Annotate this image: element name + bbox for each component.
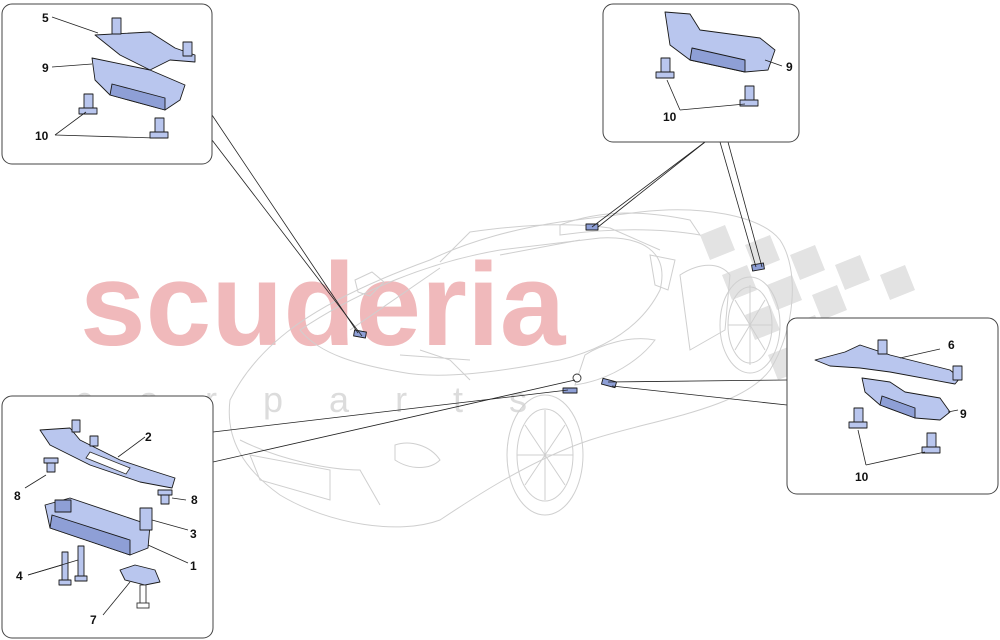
label-9: 9 <box>42 61 49 75</box>
bolt-head <box>848 421 868 429</box>
bolt-head <box>78 107 98 115</box>
bracket-2 <box>39 427 176 489</box>
module-connector <box>54 499 72 513</box>
sensor-side <box>109 83 166 111</box>
callout-lines <box>211 114 788 463</box>
label-4: 4 <box>16 569 23 583</box>
label-8: 8 <box>191 493 198 507</box>
screw-head <box>74 575 88 582</box>
label-1: 1 <box>190 559 197 573</box>
label-9: 9 <box>786 60 793 74</box>
label-6: 6 <box>948 338 955 352</box>
label-10: 10 <box>35 129 49 143</box>
bolt-head <box>655 71 675 79</box>
stud <box>877 339 888 355</box>
screw-head <box>58 579 72 586</box>
clip-bolt <box>139 584 147 606</box>
panel-front-sensor: 5 9 10 <box>1 3 213 165</box>
module-side <box>49 514 131 556</box>
bracket-5 <box>94 31 196 71</box>
bolt-head <box>157 489 173 496</box>
label-2: 2 <box>145 430 152 444</box>
spacer-3 <box>139 507 153 531</box>
sensor-9 <box>861 377 951 421</box>
bolt-head <box>921 446 941 454</box>
stud <box>111 17 122 35</box>
panel-rear-sensor: 9 10 <box>602 3 800 143</box>
screw-4 <box>77 545 85 579</box>
label-10: 10 <box>663 110 677 124</box>
bolt-head <box>43 457 59 464</box>
panel-receiver-module: 2 8 8 3 1 4 7 <box>1 395 214 639</box>
clip-7 <box>119 564 161 586</box>
label-10: 10 <box>855 470 869 484</box>
label-5: 5 <box>42 11 49 25</box>
panel-side-sensor: 6 9 10 <box>786 317 999 495</box>
sensor-side <box>879 395 916 419</box>
watermark-brand: scuderia <box>80 239 567 371</box>
bracket-stud <box>71 419 81 433</box>
stud <box>182 41 193 57</box>
bracket-slot <box>85 451 131 475</box>
bolt-head <box>149 131 169 139</box>
label-9: 9 <box>960 407 967 421</box>
stud <box>952 365 963 381</box>
label-7: 7 <box>90 613 97 627</box>
car-outline <box>228 209 793 528</box>
bolt-head <box>739 99 759 107</box>
screw-4 <box>61 551 69 583</box>
label-8: 8 <box>14 489 21 503</box>
clip-bolt-head <box>136 602 150 609</box>
label-3: 3 <box>190 527 197 541</box>
bracket-stud <box>89 435 99 447</box>
sensor-side <box>689 47 746 73</box>
panel-frame <box>602 3 800 143</box>
